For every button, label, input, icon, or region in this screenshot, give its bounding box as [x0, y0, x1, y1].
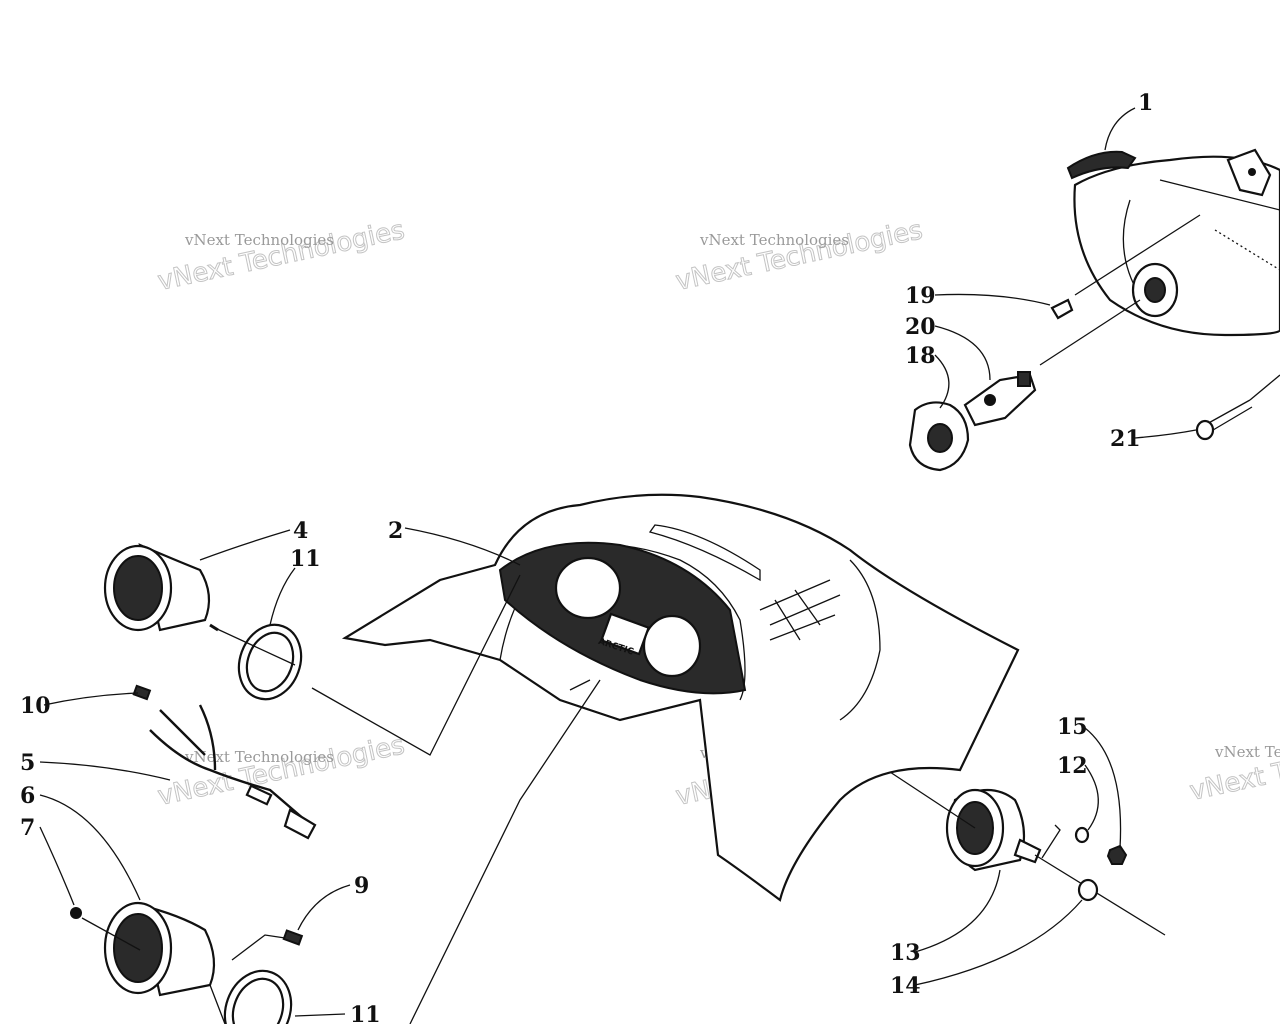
gauge-bracket-line [1041, 824, 1061, 859]
speedometer-leader-line [214, 574, 521, 756]
callout-15: 15 [1057, 714, 1088, 740]
part-7-bulb [70, 907, 82, 919]
svg-text:vNext Technologies: vNext Technologies [184, 748, 334, 766]
callout-21: 21 [1110, 426, 1141, 452]
svg-text:vNext Technologies: vNext Technologies [1187, 725, 1280, 807]
part-15-nut [1106, 844, 1128, 865]
svg-text:vNext Technologies: vNext Technologies [699, 231, 849, 249]
callout-10: 10 [20, 693, 51, 719]
part-19-screw [1050, 298, 1074, 320]
gauge-leader-line [889, 771, 1166, 936]
svg-text:vNext Technologies: vNext Technologies [673, 215, 925, 297]
part-20-switch [963, 371, 1037, 427]
tachometer-leader-line [209, 679, 601, 1024]
screw-leader-line [1074, 214, 1201, 296]
callout-20: 20 [905, 314, 936, 340]
part-21-bolt [1195, 374, 1280, 441]
callout-6: 6 [20, 783, 35, 809]
callout-14: 14 [890, 973, 921, 999]
part-11-bezel-ring-upper [237, 623, 303, 701]
callout-11-lower: 11 [350, 1002, 381, 1024]
headlight-mount-tab [1226, 148, 1272, 197]
part-11-bezel-ring-lower [223, 969, 293, 1024]
callout-18: 18 [905, 343, 936, 369]
watermark-bottom-right: vNext Technologies vNext Technologies [1187, 725, 1280, 808]
part-9-socket [282, 929, 304, 946]
callout-12: 12 [1057, 753, 1088, 779]
callout-11-upper: 11 [290, 546, 321, 572]
callout-13: 13 [890, 940, 921, 966]
part-4-speedometer [103, 543, 219, 632]
part-10-connector [132, 684, 152, 701]
svg-text:vNext Technologies: vNext Technologies [1214, 743, 1280, 761]
callout-7: 7 [20, 815, 35, 841]
watermark-top-center: vNext Technologies vNext Technologies [673, 215, 926, 298]
callout-leaders [39, 107, 1197, 1017]
part-5-wiring-harness [149, 704, 317, 840]
part-18-knob [908, 401, 970, 472]
socket-leader-line [1039, 299, 1141, 366]
svg-text:vNext Technologies: vNext Technologies [155, 215, 407, 297]
svg-text:vNext Technologies: vNext Technologies [184, 231, 334, 249]
callout-5: 5 [20, 750, 35, 776]
part-14-fitting [1077, 878, 1099, 902]
part-13-gauge [945, 788, 1042, 872]
callout-4: 4 [293, 518, 308, 544]
headlight-bracket [1066, 150, 1137, 180]
part-12-washer [1074, 826, 1090, 844]
callout-1: 1 [1138, 90, 1153, 116]
callout-9: 9 [354, 873, 369, 899]
socket-9-leader-line [231, 934, 286, 961]
dash-gauge-opening: ARCTIC [498, 541, 747, 695]
part-6-tachometer [103, 901, 216, 997]
bulb-leader-line [81, 917, 141, 951]
callout-19: 19 [905, 283, 936, 309]
hood-dash-panel [341, 493, 1020, 902]
bulb-socket [1131, 262, 1179, 318]
callout-2: 2 [388, 518, 403, 544]
watermark-top-left: vNext Technologies vNext Technologies [155, 215, 408, 298]
